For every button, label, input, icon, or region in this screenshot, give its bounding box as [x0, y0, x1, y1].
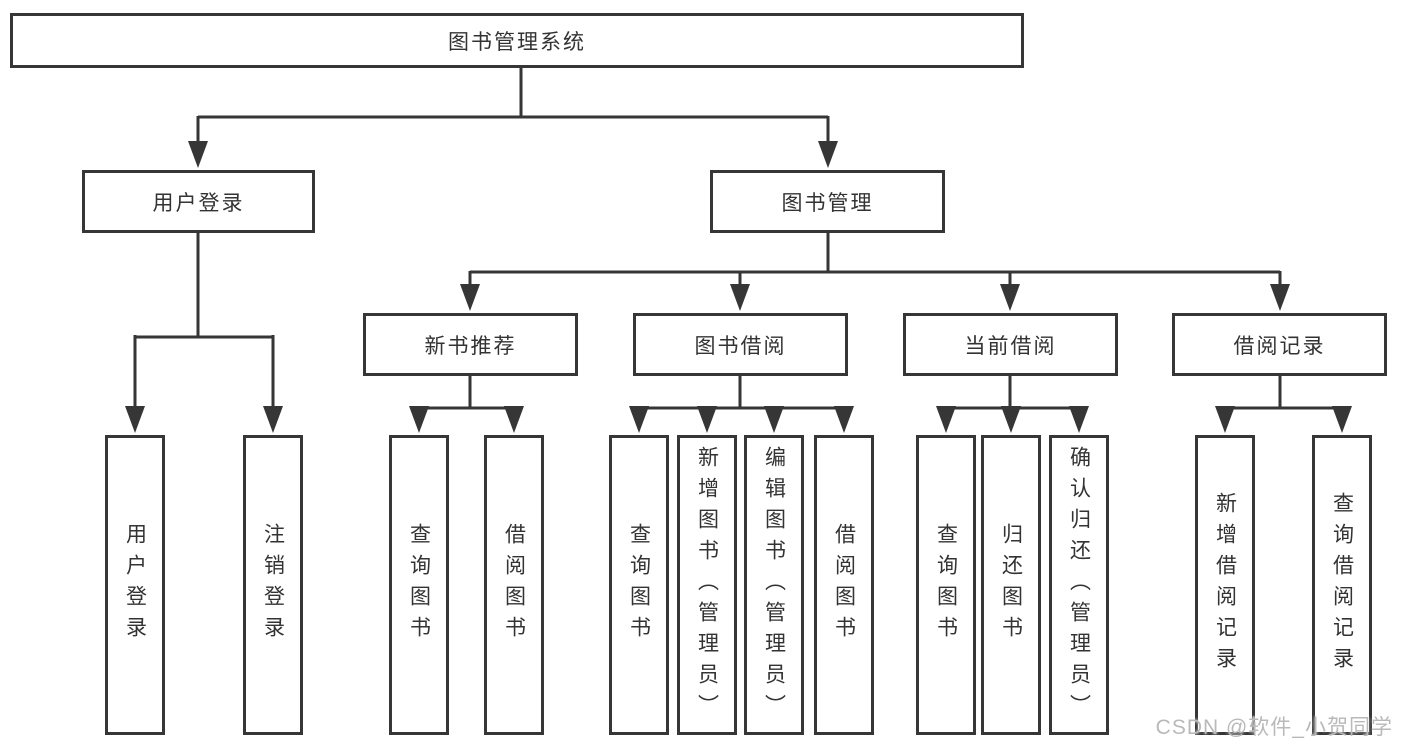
node-library-system-label: 图书管理系统 — [448, 30, 586, 54]
node-new-book-recommend-label: 新书推荐 — [424, 334, 517, 358]
leaf-add-borrow-record: 新增借阅记录 — [1195, 435, 1255, 735]
leaf-return-book: 归还图书 — [981, 435, 1041, 735]
leaf-query-books-recommend-label: 查询图书 — [407, 523, 431, 647]
node-book-management-label: 图书管理 — [781, 191, 874, 215]
leaf-user-login: 用户登录 — [105, 435, 165, 735]
leaf-confirm-return-admin-label: 确认归还（管理员） — [1067, 445, 1091, 725]
node-book-borrowing: 图书借阅 — [633, 313, 848, 376]
leaf-confirm-return-admin: 确认归还（管理员） — [1049, 435, 1109, 735]
node-new-book-recommend: 新书推荐 — [363, 313, 578, 376]
leaf-edit-book-admin: 编辑图书（管理员） — [744, 435, 804, 735]
csdn-watermark: CSDN @软件_小贺同学 — [1155, 716, 1393, 739]
node-borrow-records: 借阅记录 — [1172, 313, 1387, 376]
node-library-system: 图书管理系统 — [10, 13, 1024, 68]
node-book-borrowing-label: 图书借阅 — [694, 334, 787, 358]
node-book-management: 图书管理 — [710, 170, 945, 233]
leaf-query-books-recommend: 查询图书 — [389, 435, 449, 735]
leaf-query-borrow-record-label: 查询借阅记录 — [1330, 492, 1354, 678]
leaf-add-book-admin: 新增图书（管理员） — [677, 435, 737, 735]
leaf-query-books-borrow-label: 查询图书 — [627, 523, 651, 647]
node-user-login: 用户登录 — [82, 170, 315, 233]
leaf-query-books-borrow: 查询图书 — [609, 435, 669, 735]
leaf-logout: 注销登录 — [243, 435, 303, 735]
leaf-borrow-books-recommend: 借阅图书 — [484, 435, 544, 735]
leaf-query-borrow-record: 查询借阅记录 — [1312, 435, 1372, 735]
leaf-borrow-books-label: 借阅图书 — [832, 523, 856, 647]
node-borrow-records-label: 借阅记录 — [1233, 334, 1326, 358]
node-current-borrowing-label: 当前借阅 — [964, 334, 1057, 358]
node-current-borrowing: 当前借阅 — [903, 313, 1118, 376]
leaf-query-books-current: 查询图书 — [916, 435, 976, 735]
leaf-edit-book-admin-label: 编辑图书（管理员） — [762, 445, 786, 725]
leaf-query-books-current-label: 查询图书 — [934, 523, 958, 647]
leaf-add-book-admin-label: 新增图书（管理员） — [695, 445, 719, 725]
leaf-logout-label: 注销登录 — [261, 523, 285, 647]
leaf-borrow-books: 借阅图书 — [814, 435, 874, 735]
node-user-login-label: 用户登录 — [152, 191, 245, 215]
leaf-return-book-label: 归还图书 — [999, 523, 1023, 647]
leaf-add-borrow-record-label: 新增借阅记录 — [1213, 492, 1237, 678]
leaf-user-login-label: 用户登录 — [123, 523, 147, 647]
leaf-borrow-books-recommend-label: 借阅图书 — [502, 523, 526, 647]
